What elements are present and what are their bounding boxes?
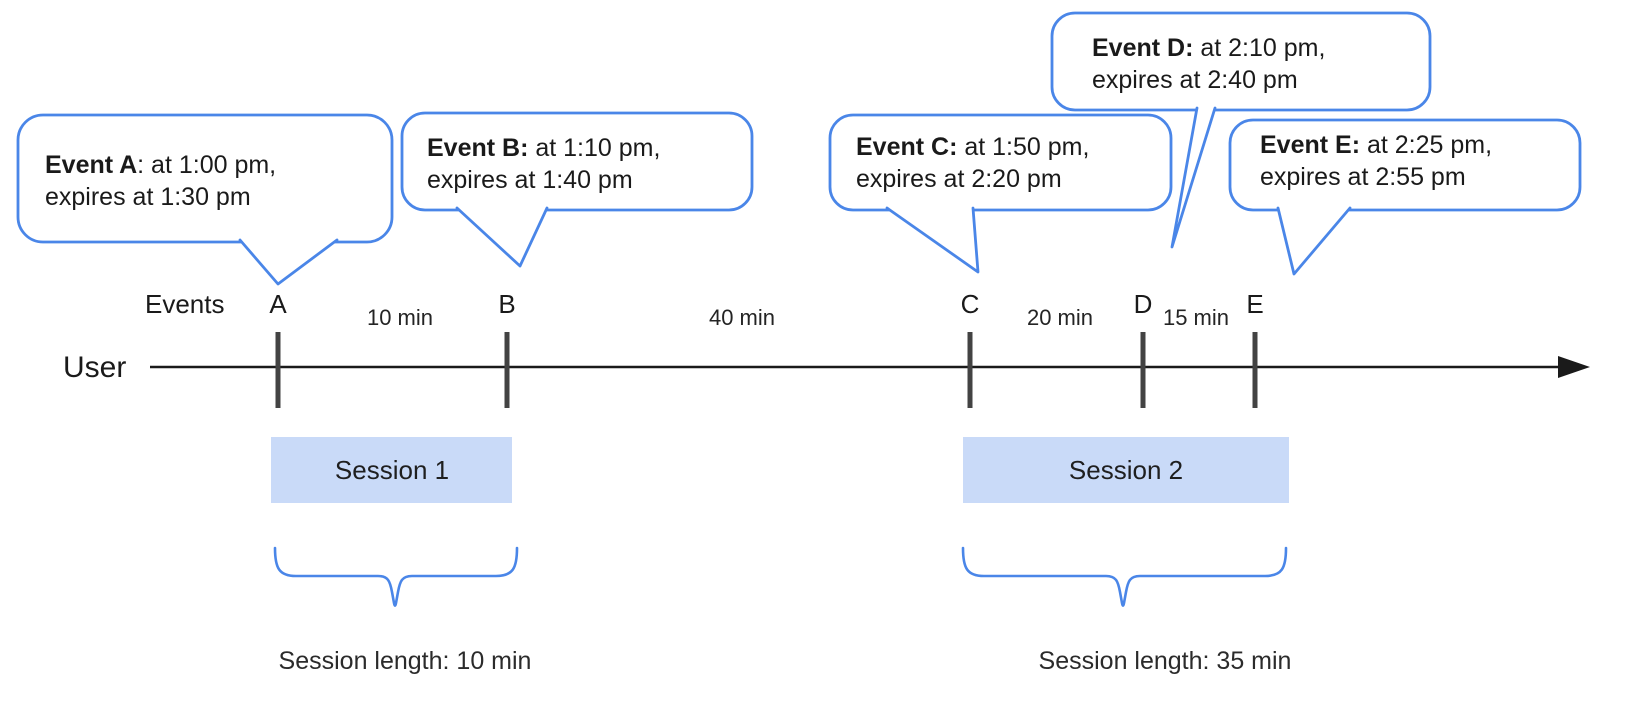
- tick-event-d: [1140, 332, 1146, 408]
- event-b-line1: Event B: at 1:10 pm,: [427, 132, 660, 164]
- tick-event-e: [1252, 332, 1258, 408]
- session1-length-caption: Session length: 10 min: [278, 647, 532, 675]
- tick-event-a: [275, 332, 281, 408]
- event-a-callout-bubble: [16, 113, 394, 244]
- event-letter-c: C: [960, 289, 980, 319]
- tick-event-c: [967, 332, 973, 408]
- session2-bar: [963, 437, 1289, 503]
- event-b-callout-text: Event B: at 1:10 pm, expires at 1:40 pm: [427, 132, 660, 196]
- interval-b-c: 40 min: [708, 305, 776, 330]
- event-e-line2: expires at 2:55 pm: [1260, 163, 1466, 191]
- event-e-line1: Event E: at 2:25 pm,: [1260, 129, 1492, 161]
- event-c-title: Event C:: [856, 133, 958, 161]
- event-letter-a: A: [269, 289, 287, 319]
- event-a-callout-tail: [238, 238, 339, 286]
- event-b-callout-bubble: [400, 111, 754, 212]
- session2-label: Session 2: [1068, 455, 1184, 485]
- event-c-line2: expires at 2:20 pm: [856, 165, 1062, 193]
- events-axis-label: Events: [145, 289, 225, 319]
- event-b-time: at 1:10 pm,: [528, 134, 661, 162]
- event-e-time: at 2:25 pm,: [1360, 131, 1493, 159]
- event-letter-b: B: [498, 289, 516, 319]
- event-a-line2: expires at 1:30 pm: [45, 183, 251, 211]
- event-b-callout-tail: [455, 206, 549, 268]
- event-d-line1: Event D: at 2:10 pm,: [1092, 32, 1325, 64]
- event-letter-e: E: [1246, 289, 1264, 319]
- event-a-time: : at 1:00 pm,: [137, 151, 277, 179]
- event-e-callout-text: Event E: at 2:25 pm, expires at 2:55 pm: [1260, 129, 1492, 193]
- interval-d-e: 15 min: [1162, 305, 1230, 330]
- event-d-title: Event D:: [1092, 34, 1194, 62]
- event-c-time: at 1:50 pm,: [957, 133, 1090, 161]
- timeline-arrowhead-icon: [1558, 356, 1590, 378]
- interval-c-d: 20 min: [1026, 305, 1094, 330]
- event-c-callout-text: Event C: at 1:50 pm, expires at 2:20 pm: [856, 131, 1089, 195]
- event-c-callout-tail: [885, 206, 980, 274]
- session1-brace: [273, 546, 519, 607]
- session1-bar: [271, 437, 512, 503]
- user-axis-label: User: [63, 351, 127, 384]
- session1-label: Session 1: [334, 455, 450, 485]
- event-c-callout-bubble: [828, 113, 1173, 212]
- event-e-callout-tail: [1276, 206, 1352, 276]
- event-b-title: Event B:: [427, 134, 529, 162]
- event-a-title: Event A: [45, 151, 138, 179]
- session2-length-caption: Session length: 35 min: [1038, 647, 1292, 675]
- event-d-callout-tail: [1170, 106, 1217, 249]
- event-e-callout-bubble: [1228, 118, 1582, 212]
- tick-event-b: [504, 332, 510, 408]
- event-a-callout-text: Event A: at 1:00 pm, expires at 1:30 pm: [45, 149, 276, 213]
- event-d-callout-text: Event D: at 2:10 pm, expires at 2:40 pm: [1092, 32, 1325, 96]
- event-d-time: at 2:10 pm,: [1193, 34, 1326, 62]
- event-e-title: Event E:: [1260, 131, 1361, 159]
- interval-a-b: 10 min: [366, 305, 434, 330]
- event-b-line2: expires at 1:40 pm: [427, 166, 633, 194]
- event-c-line1: Event C: at 1:50 pm,: [856, 131, 1089, 163]
- event-d-line2: expires at 2:40 pm: [1092, 66, 1298, 94]
- event-letter-d: D: [1133, 289, 1153, 319]
- event-a-line1: Event A: at 1:00 pm,: [45, 149, 276, 181]
- session2-brace: [961, 546, 1288, 607]
- event-d-callout-bubble: [1050, 11, 1432, 112]
